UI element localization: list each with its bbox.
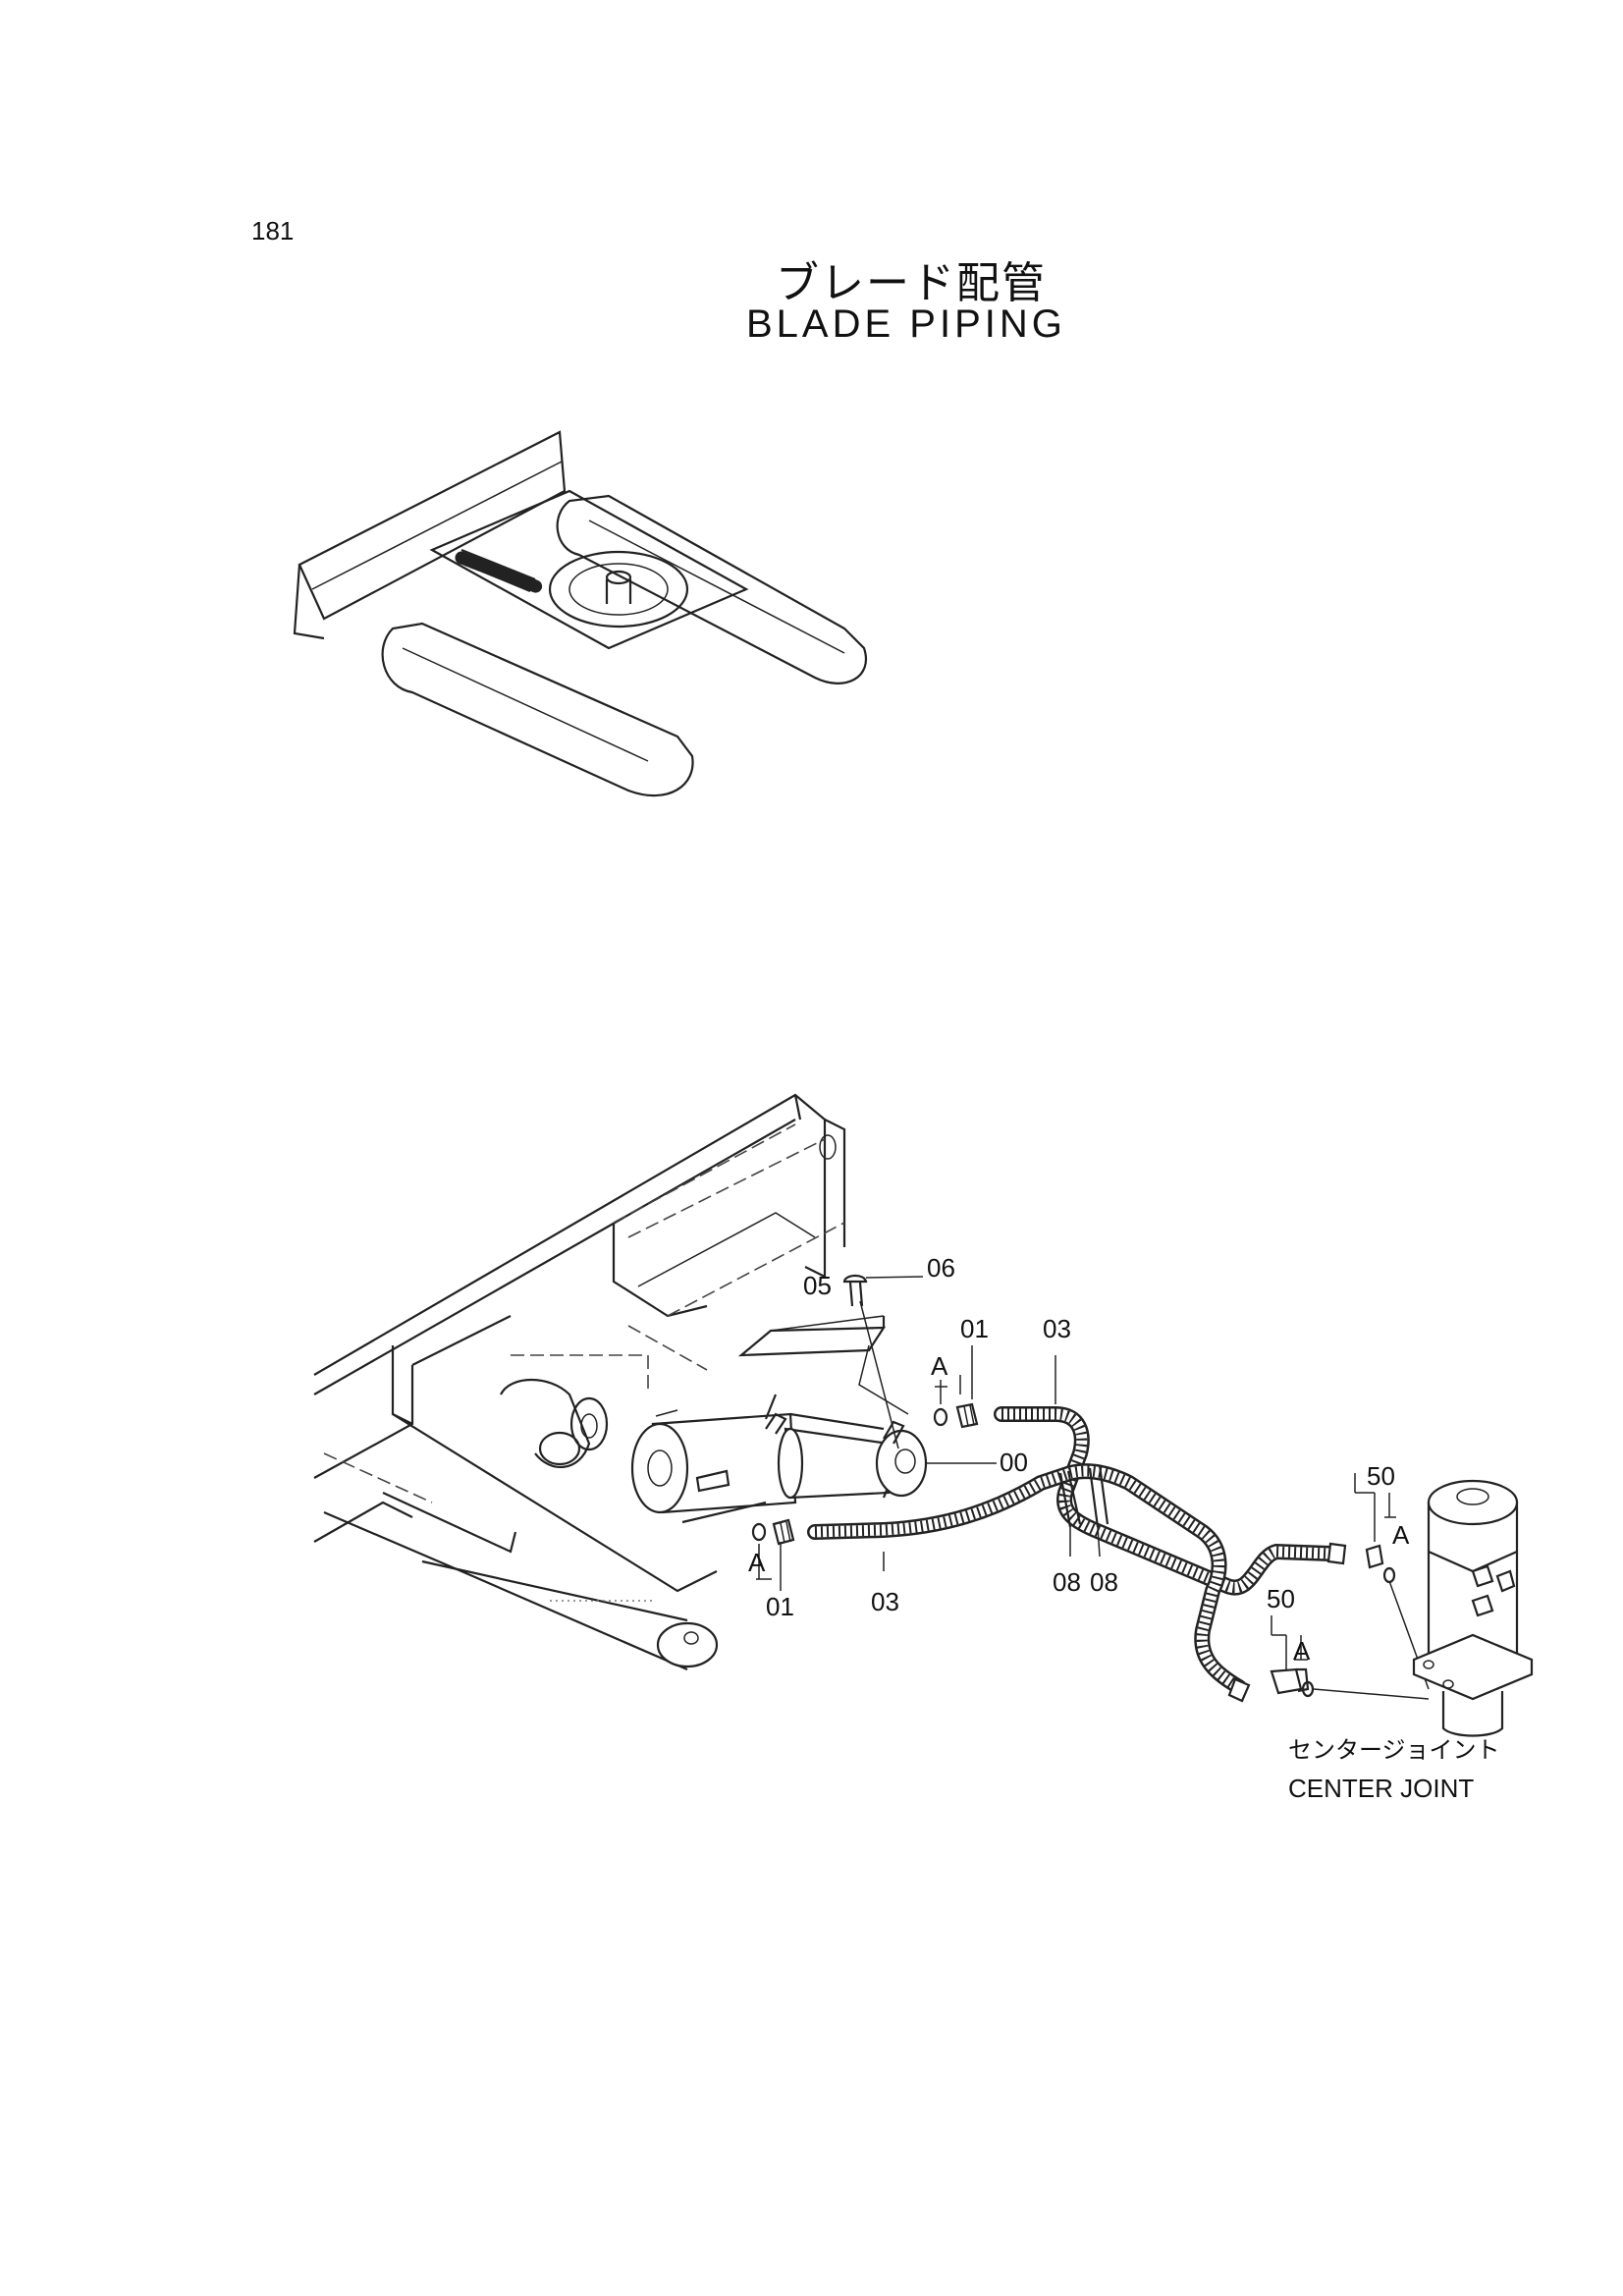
overview-blade [298,430,567,621]
callout-08-right: 08 [1090,1567,1118,1597]
cover-bolt-head [842,1274,868,1284]
callout-a-bottom: A [748,1548,766,1577]
push-arm-boss [656,1621,719,1668]
callout-05: 05 [803,1271,832,1300]
upper-hose-end [1326,1542,1347,1565]
page-number: 181 [251,216,295,246]
overview-right-track [556,494,867,684]
push-arm [391,1345,718,1593]
page-title-japanese: ブレード配管 [776,258,1047,308]
page-title-english: BLADE PIPING [746,302,1066,346]
callout-a-right-top: A [1392,1520,1410,1550]
callout-03-bottom: 03 [871,1587,899,1616]
overview-left-track [381,622,694,797]
overview-right-track-inner [588,519,845,654]
clamp-left [1058,1470,1082,1528]
center-joint [1412,1479,1534,1737]
cover-plate [737,1326,887,1357]
undercarriage-overview [293,430,867,797]
upper-hose [994,1406,1347,1596]
lower-adapter [772,1518,795,1546]
cylinder-bracket [500,1378,591,1468]
center-joint-top [1427,1479,1519,1526]
callout-08-left: 08 [1053,1567,1081,1597]
overview-blade-edge [311,461,563,590]
elbow-fitting-lower [1270,1635,1430,1700]
callout-50-bottom: 50 [1267,1584,1295,1613]
lower-fitting [751,1518,795,1591]
cover-bolt-shank [848,1282,864,1307]
cylinder-rod-eye [875,1429,928,1498]
blade-detail-view [313,1093,846,1671]
callout-01-top: 01 [960,1314,989,1343]
center-joint-label-jp: センタージョイント [1288,1736,1500,1764]
blade-cylinder [630,1394,928,1524]
callout-a-right-bottom: A [1293,1636,1311,1666]
lower-o-ring [751,1522,767,1542]
upper-o-ring [933,1407,948,1427]
overview-frame [429,489,749,650]
overview-left-track-inner [402,647,649,762]
overview-blade-end [293,564,325,640]
upper-fitting [933,1345,979,1429]
callout-01-bottom: 01 [766,1592,794,1621]
leader-lines [858,1344,1375,1636]
callouts: 06 05 01 03 A 00 A 01 03 08 08 50 A 50 A… [748,1253,1500,1803]
callout-00: 00 [1000,1448,1028,1477]
callout-03-top: 03 [1043,1314,1071,1343]
center-joint-label-en: CENTER JOINT [1288,1774,1474,1803]
lower-hose-end [1227,1677,1251,1703]
overview-swing-bearing [548,550,689,629]
blade-rib [612,1223,708,1318]
blade-top-edge [313,1093,827,1376]
cylinder-head-end [630,1422,689,1514]
lower-hose [807,1463,1251,1703]
cover-plate-assembly [737,1274,924,1449]
upper-adapter [955,1402,979,1429]
callout-06: 06 [927,1253,955,1283]
hose-clamps [1058,1464,1109,1558]
callout-50-top: 50 [1367,1461,1395,1491]
callout-a-top: A [931,1351,948,1381]
clamp-right [1088,1464,1109,1528]
